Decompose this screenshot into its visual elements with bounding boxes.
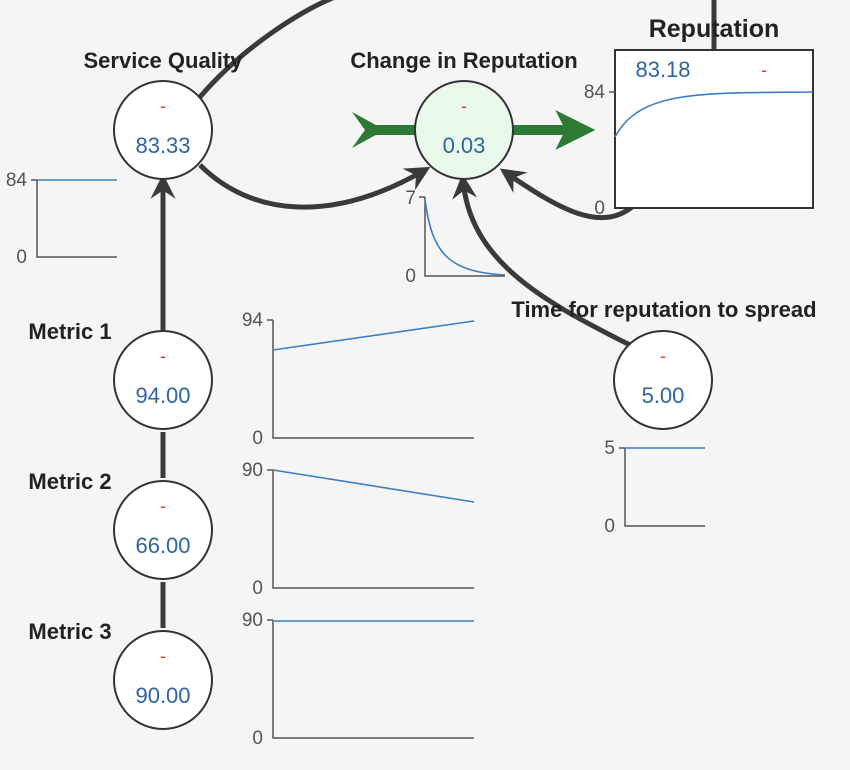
metric2-chart-ymin: 0 xyxy=(252,578,263,599)
time-spread-value: 5.00 xyxy=(642,383,685,408)
change-in-reputation-chart-ymax: 7 xyxy=(405,188,416,209)
flow-source-icon xyxy=(352,112,385,148)
link-time-spread-to-change[interactable] xyxy=(452,173,632,348)
metric1-sparkline xyxy=(272,320,475,351)
service-quality-title: Service Quality xyxy=(84,48,244,73)
link-service-quality-offscreen[interactable] xyxy=(198,0,340,99)
service-quality-chart-ymin: 0 xyxy=(16,247,27,268)
link-service-quality-to-change[interactable] xyxy=(198,163,431,210)
change-in-reputation-title: Change in Reputation xyxy=(350,48,577,73)
metric3-title: Metric 3 xyxy=(28,619,111,644)
metric3-chart-ymin: 0 xyxy=(252,728,263,749)
service-quality-chart: 84 0 xyxy=(6,170,117,268)
change-in-reputation-status: - xyxy=(461,96,467,116)
metric2-value: 66.00 xyxy=(135,533,190,558)
reputation-stock[interactable] xyxy=(614,49,814,209)
metric3-value: 90.00 xyxy=(135,683,190,708)
time-spread-chart-ymax: 5 xyxy=(604,438,615,459)
metric1-node[interactable] xyxy=(113,330,213,430)
reputation-chart-ymax: 84 xyxy=(584,82,606,103)
metric2-title: Metric 2 xyxy=(28,469,111,494)
metric1-status: - xyxy=(160,346,166,366)
service-quality-node[interactable] xyxy=(113,80,213,180)
reputation-title: Reputation xyxy=(649,15,780,43)
metric2-status: - xyxy=(160,496,166,516)
metric3-chart-ymax: 90 xyxy=(242,610,263,631)
time-spread-node[interactable] xyxy=(613,330,713,430)
change-in-reputation-value: 0.03 xyxy=(443,133,486,158)
reputation-value: 83.18 xyxy=(635,57,690,82)
time-spread-status: - xyxy=(660,346,666,366)
change-in-reputation-chart-ymin: 0 xyxy=(405,266,416,287)
metric2-sparkline xyxy=(272,469,475,503)
metric2-node[interactable] xyxy=(113,480,213,580)
change-in-reputation-chart: 7 0 xyxy=(405,188,506,287)
service-quality-value: 83.33 xyxy=(135,133,190,158)
metric1-chart: 94 0 xyxy=(242,310,475,449)
metric3-chart: 90 0 xyxy=(242,610,474,749)
change-in-reputation-sparkline xyxy=(424,199,506,276)
link-reputation-to-change[interactable] xyxy=(499,168,634,221)
reputation-sparkline xyxy=(614,91,814,138)
metric1-value: 94.00 xyxy=(135,383,190,408)
time-spread-chart: 5 0 xyxy=(604,438,705,537)
metric3-status: - xyxy=(160,646,166,666)
reputation-chart-ymin: 0 xyxy=(594,198,605,219)
time-spread-chart-ymin: 0 xyxy=(604,516,615,537)
metric2-chart-ymax: 90 xyxy=(242,460,263,481)
metric1-chart-ymin: 0 xyxy=(252,428,263,449)
reputation-chart: 84 0 xyxy=(584,82,814,219)
metric3-node[interactable] xyxy=(113,630,213,730)
reputation-status: - xyxy=(761,60,767,80)
service-quality-chart-ymax: 84 xyxy=(6,170,28,191)
metric2-chart: 90 0 xyxy=(242,460,475,599)
change-in-reputation-node[interactable] xyxy=(414,80,514,180)
time-spread-title: Time for reputation to spread xyxy=(511,297,816,322)
metric1-chart-ymax: 94 xyxy=(242,310,264,331)
metric1-title: Metric 1 xyxy=(28,319,111,344)
service-quality-status: - xyxy=(160,96,166,116)
